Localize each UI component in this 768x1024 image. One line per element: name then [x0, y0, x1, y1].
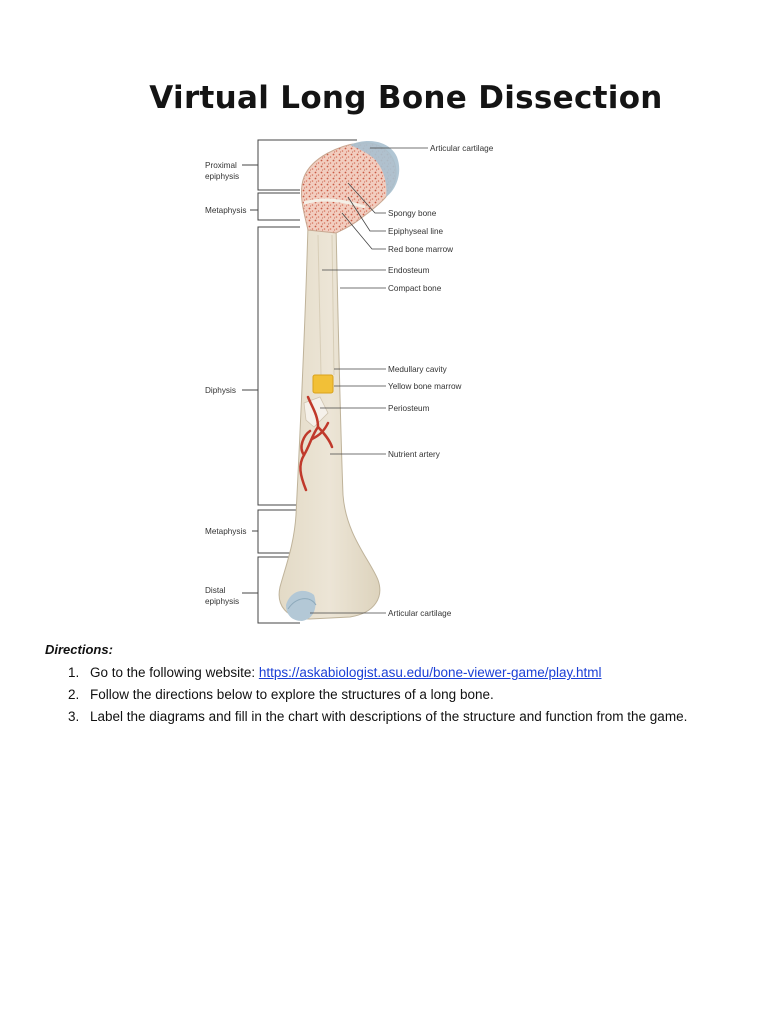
- list-item: 1. Go to the following website: https://…: [45, 663, 745, 685]
- label-spongy-bone: Spongy bone: [388, 209, 437, 218]
- epiphyseal-line: [303, 198, 366, 209]
- directions-list: 1. Go to the following website: https://…: [45, 663, 745, 729]
- website-link[interactable]: https://askabiologist.asu.edu/bone-viewe…: [258, 665, 602, 680]
- list-item: 3. Label the diagrams and fill in the ch…: [45, 707, 745, 729]
- region-brackets: [242, 139, 357, 624]
- label-distal-epiphysis-1: Distal: [205, 586, 226, 595]
- step-text: Go to the following website:: [90, 665, 259, 680]
- long-bone-illustration: Proximal epiphysis Metaphysis Diphysis M…: [205, 139, 494, 624]
- label-nutrient-artery: Nutrient artery: [388, 450, 441, 459]
- label-red-bone-marrow: Red bone marrow: [388, 245, 453, 254]
- label-proximal-epiphysis-1: Proximal: [205, 161, 237, 170]
- label-articular-cartilage-bottom: Articular cartilage: [388, 609, 452, 618]
- nutrient-artery: [299, 395, 334, 492]
- label-compact-bone: Compact bone: [388, 284, 442, 293]
- label-periosteum: Periosteum: [388, 404, 430, 413]
- label-diphysis: Diphysis: [205, 386, 236, 395]
- label-endosteum: Endosteum: [388, 266, 430, 275]
- label-metaphysis-top: Metaphysis: [205, 206, 246, 215]
- articular-cartilage-top: [350, 141, 400, 197]
- label-metaphysis-bottom: Metaphysis: [205, 527, 246, 536]
- step-number: 2.: [68, 687, 80, 702]
- bone-shaft: [278, 224, 381, 620]
- page-title: Virtual Long Bone Dissection: [149, 80, 663, 116]
- yellow-bone-marrow: [312, 374, 334, 394]
- list-item: 2. Follow the directions below to explor…: [45, 685, 745, 707]
- label-proximal-epiphysis-2: epiphysis: [205, 172, 239, 181]
- label-leader-lines: [310, 147, 428, 614]
- step-text: Follow the directions below to explore t…: [90, 687, 494, 702]
- long-bone-diagram: Proximal epiphysis Metaphysis Diphysis M…: [200, 135, 500, 627]
- step-number: 1.: [68, 665, 80, 680]
- label-yellow-bone-marrow: Yellow bone marrow: [388, 382, 462, 391]
- step-number: 3.: [68, 709, 80, 724]
- label-epiphyseal-line: Epiphyseal line: [388, 227, 444, 236]
- label-medullary-cavity: Medullary cavity: [388, 365, 448, 374]
- label-articular-cartilage-top: Articular cartilage: [430, 144, 494, 153]
- label-distal-epiphysis-2: epiphysis: [205, 597, 239, 606]
- directions-heading: Directions:: [45, 642, 113, 657]
- step-text: Label the diagrams and fill in the chart…: [90, 709, 688, 724]
